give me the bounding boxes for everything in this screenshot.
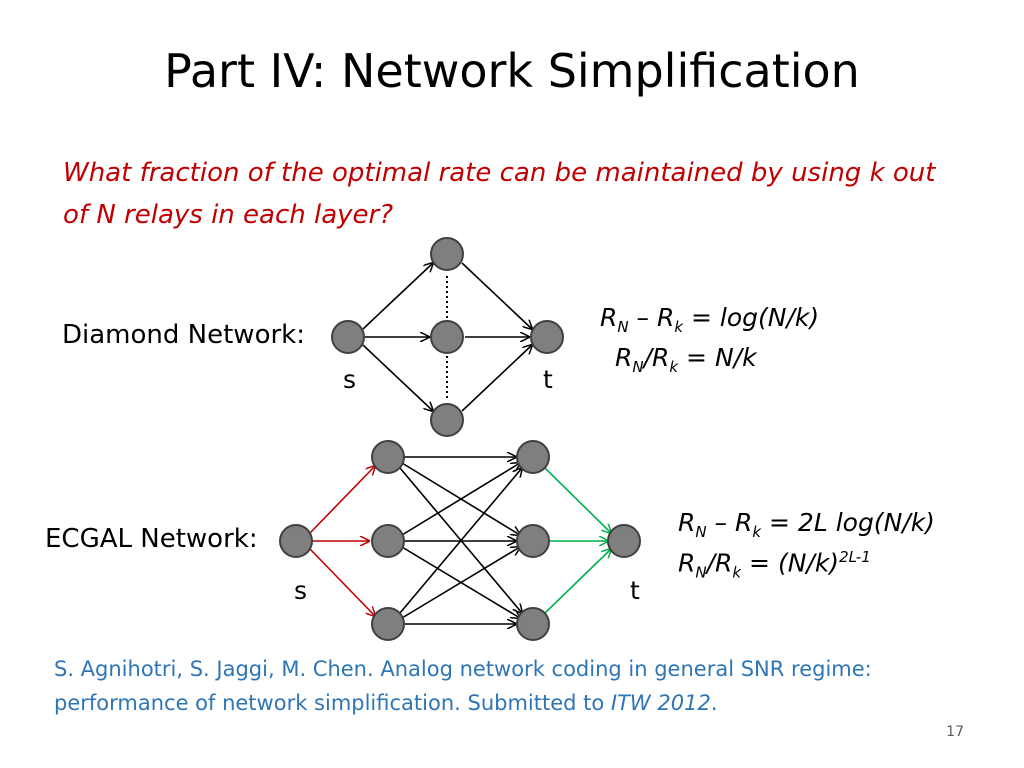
- ecgal-network: [279, 440, 641, 641]
- ecgal-formula-ratio: RN/Rk = (N/k)2L-1: [678, 548, 871, 582]
- ecgal-layer2-node-2: [516, 524, 550, 558]
- ecgal-edge-b1-t: [544, 467, 611, 533]
- slide-number: 17: [946, 724, 964, 740]
- diamond-source-node: [331, 320, 365, 354]
- diamond-edge-s-bottom: [362, 344, 433, 411]
- ecgal-formula-difference: RN – Rk = 2L log(N/k): [678, 508, 935, 541]
- ecgal-source-label: s: [294, 576, 308, 605]
- diamond-relay-node-top: [430, 237, 464, 271]
- diamond-formula-difference: RN – Rk = log(N/k): [600, 303, 820, 336]
- ecgal-layer1-node-1: [371, 440, 405, 474]
- ecgal-edge-s-a3: [309, 548, 375, 616]
- ecgal-sink-node: [607, 524, 641, 558]
- diamond-formula-ratio: RN/Rk = N/k: [615, 343, 757, 376]
- diamond-network: [331, 237, 564, 437]
- ecgal-layer2-node-1: [516, 440, 550, 474]
- diamond-network-label: Diamond Network:: [62, 320, 305, 350]
- question-text: What fraction of the optimal rate can be…: [63, 158, 936, 230]
- ecgal-edge-b3-t: [544, 549, 611, 614]
- slide-title: Part IV: Network Simplification: [164, 44, 860, 98]
- diamond-edge-s-top: [362, 263, 433, 330]
- ecgal-layer1-node-2: [371, 524, 405, 558]
- ecgal-sink-label: t: [630, 576, 640, 605]
- ecgal-layer2-node-3: [516, 607, 550, 641]
- diamond-edge-bottom-t: [461, 345, 532, 412]
- ecgal-edge-s-a1: [309, 466, 375, 534]
- diamond-sink-label: t: [543, 365, 553, 394]
- citation: S. Agnihotri, S. Jaggi, M. Chen. Analog …: [54, 657, 872, 715]
- diamond-edge-top-t: [461, 262, 532, 329]
- diamond-relay-node-bottom: [430, 403, 464, 437]
- diamond-relay-node-middle: [430, 320, 464, 354]
- ecgal-source-node: [279, 524, 313, 558]
- ecgal-layer1-node-3: [371, 607, 405, 641]
- diamond-sink-node: [530, 320, 564, 354]
- diamond-source-label: s: [343, 365, 357, 394]
- ecgal-network-label: ECGAL Network:: [45, 524, 258, 554]
